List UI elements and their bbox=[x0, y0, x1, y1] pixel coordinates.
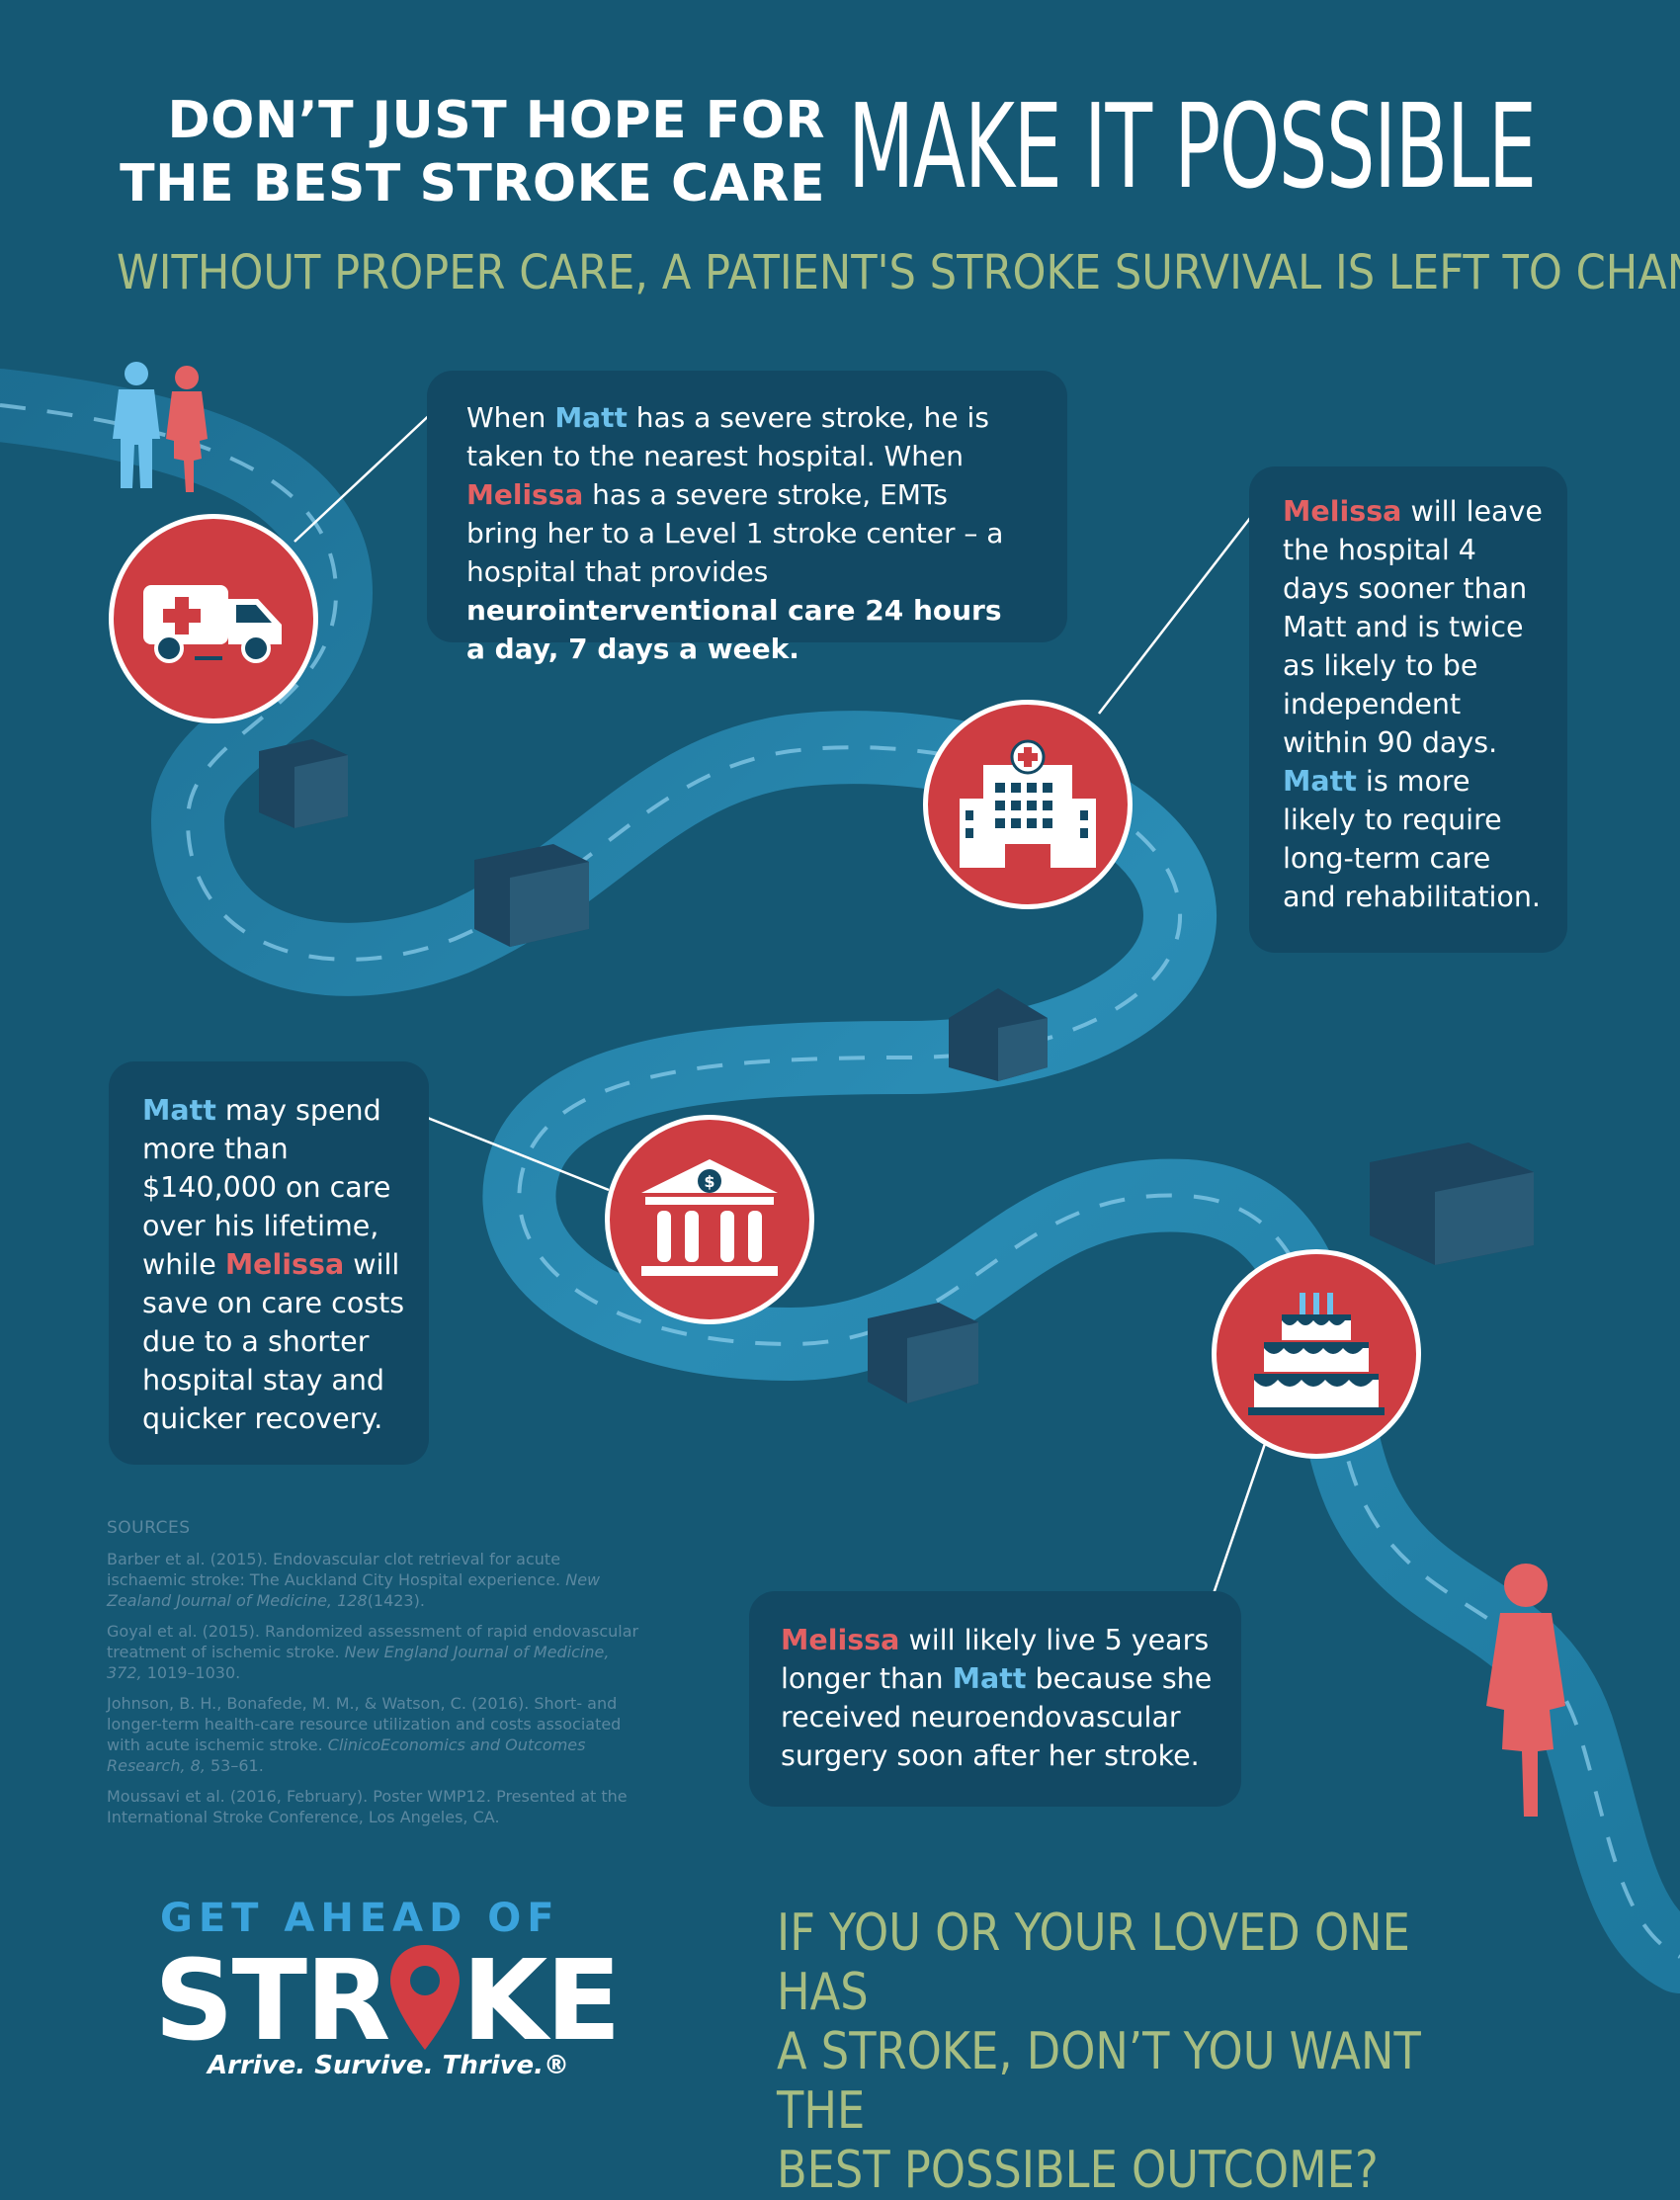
building-icon bbox=[259, 739, 348, 828]
matt-name: Matt bbox=[554, 401, 628, 434]
bank-circle: $ bbox=[605, 1115, 814, 1324]
header-line-1: DON’T JUST HOPE FOR bbox=[167, 91, 825, 150]
logo-top-text: GET AHEAD OF bbox=[160, 1896, 560, 1941]
ambulance-icon bbox=[143, 585, 282, 663]
bank-icon: $ bbox=[641, 1159, 778, 1276]
header-tagline: DON’T JUST HOPE FOR THE BEST STROKE CARE bbox=[99, 89, 825, 215]
building-icon bbox=[868, 1303, 978, 1403]
ambulance-circle bbox=[109, 514, 318, 723]
callout-life-expectancy: Melissa will likely live 5 years longer … bbox=[749, 1591, 1241, 1807]
logo-wordmark: STR KE bbox=[154, 1937, 622, 2066]
matt-name: Matt bbox=[1283, 765, 1357, 798]
melissa-figure bbox=[166, 366, 208, 492]
melissa-name: Melissa bbox=[224, 1248, 345, 1281]
callout-emphasis: neurointerventional care 24 hours a day,… bbox=[466, 594, 1002, 665]
cake-circle bbox=[1212, 1249, 1421, 1459]
sources-list: SOURCES Barber et al. (2015). Endovascul… bbox=[107, 1518, 640, 1837]
matt-name: Matt bbox=[142, 1094, 216, 1127]
hospital-icon bbox=[960, 739, 1096, 868]
header-headline: MAKE IT POSSIBLE bbox=[848, 78, 1537, 214]
birthday-cake-icon bbox=[1248, 1293, 1385, 1415]
closing-question: IF YOU OR YOUR LOVED ONE HAS A STROKE, D… bbox=[777, 1904, 1421, 2200]
callout-costs: Matt may spend more than $140,000 on car… bbox=[109, 1061, 429, 1465]
header-line-2: THE BEST STROKE CARE bbox=[120, 154, 825, 213]
matt-figure bbox=[113, 362, 160, 488]
building-icon bbox=[1370, 1142, 1534, 1265]
map-pin-icon bbox=[390, 1945, 461, 2050]
logo-tagline: Arrive. Survive. Thrive.® bbox=[208, 2051, 570, 2080]
source-item: Goyal et al. (2015). Randomized assessme… bbox=[107, 1622, 639, 1682]
source-item: Johnson, B. H., Bonafede, M. M., & Watso… bbox=[107, 1694, 622, 1775]
melissa-figure-end bbox=[1486, 1564, 1565, 1817]
svg-text:$: $ bbox=[704, 1172, 714, 1191]
melissa-name: Melissa bbox=[466, 478, 584, 511]
sources-heading: SOURCES bbox=[107, 1518, 191, 1538]
melissa-name: Melissa bbox=[781, 1624, 900, 1656]
callout-recovery: Melissa will leave the hospital 4 days s… bbox=[1249, 466, 1567, 953]
header-subtitle: WITHOUT PROPER CARE, A PATIENT'S STROKE … bbox=[117, 245, 1680, 300]
source-item: Moussavi et al. (2016, February). Poster… bbox=[107, 1787, 628, 1826]
building-icon bbox=[474, 844, 589, 947]
source-item: Barber et al. (2015). Endovascular clot … bbox=[107, 1550, 601, 1610]
hospital-circle bbox=[923, 700, 1133, 909]
melissa-name: Melissa bbox=[1283, 495, 1402, 528]
matt-name: Matt bbox=[952, 1662, 1027, 1695]
house-icon bbox=[949, 988, 1048, 1081]
callout-hospital-arrival: When Matt has a severe stroke, he is tak… bbox=[427, 371, 1067, 665]
